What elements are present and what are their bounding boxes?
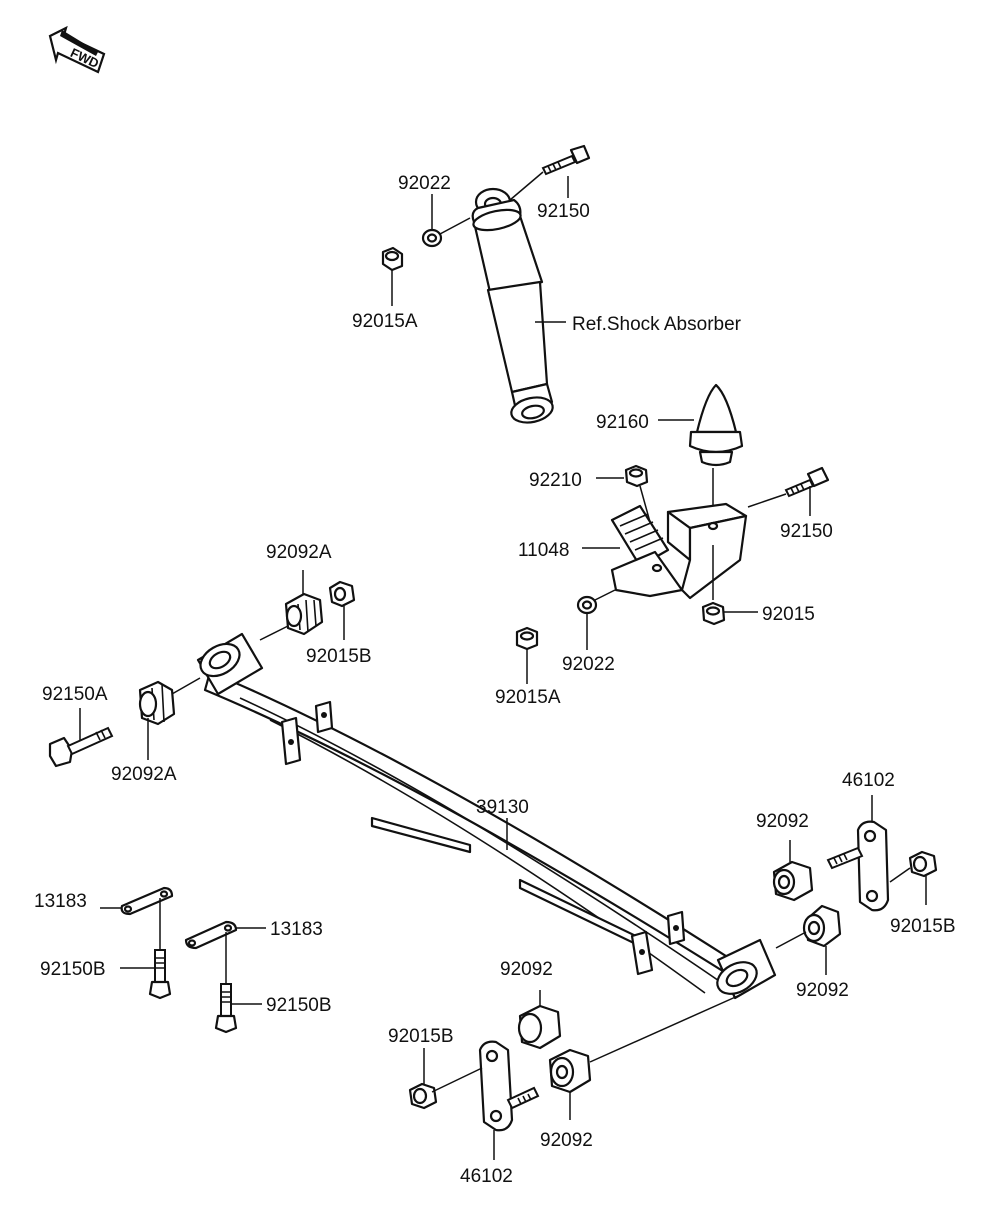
bushing-92092A-top	[259, 570, 324, 641]
part-labels: 92022 92150 92015A Ref.Shock Absorber 92…	[34, 173, 956, 1187]
label-92015A-top: 92015A	[352, 311, 418, 332]
nut-92015-mid	[701, 601, 726, 626]
label-92015B-bot: 92015B	[388, 1026, 454, 1047]
bolt-92150A	[48, 708, 114, 768]
nut-92015A-top	[381, 246, 404, 272]
nut-92015A-mid	[515, 626, 539, 651]
bushing-92092-bot	[548, 1048, 592, 1120]
label-92210: 92210	[529, 470, 582, 491]
bushing-92092-right-top	[772, 840, 814, 902]
washer-92022-mid	[576, 589, 616, 615]
shackle-46102-bot	[478, 1040, 540, 1160]
fwd-label: FWD	[68, 45, 101, 71]
label-92092-right-bot: 92092	[796, 980, 849, 1001]
label-92150-mid: 92150	[780, 521, 833, 542]
label-92150B-mid: 92150B	[266, 995, 332, 1016]
label-92150A: 92150A	[42, 684, 108, 705]
leaf-spring-39130	[196, 632, 777, 1000]
shock-absorber-part	[471, 187, 554, 424]
nut-92015B-bot	[408, 1048, 483, 1110]
bushing-92092-bot-top	[517, 990, 562, 1050]
bolt-92150-top	[509, 144, 591, 201]
bolt-92150B-mid	[214, 932, 238, 1034]
label-92092A-left: 92092A	[111, 764, 177, 785]
label-92092-bot: 92092	[540, 1130, 593, 1151]
label-92150B-left: 92150B	[40, 959, 106, 980]
label-92150-top: 92150	[537, 201, 590, 222]
label-46102-right: 46102	[842, 770, 895, 791]
nut-92015B-right	[889, 850, 938, 905]
label-92092A-top: 92092A	[266, 542, 332, 563]
label-39130: 39130	[476, 797, 529, 818]
label-92092-bot-top: 92092	[500, 959, 553, 980]
plate-13183-mid	[184, 920, 266, 950]
fwd-arrow-icon: FWD	[48, 25, 106, 74]
bushing-92092A-left	[138, 677, 201, 760]
label-92015A-mid: 92015A	[495, 687, 561, 708]
label-46102-bot: 46102	[460, 1166, 513, 1187]
plate-13183-left	[120, 886, 174, 916]
washer-92022-top	[421, 217, 471, 248]
bushing-92092-right-bot	[775, 904, 842, 975]
bracket-11048	[610, 502, 748, 600]
label-11048: 11048	[518, 540, 569, 561]
label-92022-mid: 92022	[562, 654, 615, 675]
bolt-92150B-left	[148, 898, 172, 1000]
label-92015B-left: 92015B	[306, 646, 372, 667]
shackle-46102-right	[826, 795, 890, 912]
label-13183-mid: 13183	[270, 919, 323, 940]
bolt-92150-mid	[747, 466, 830, 508]
label-92015B-right: 92015B	[890, 916, 956, 937]
bump-stop-92160	[688, 383, 744, 467]
label-92022-top: 92022	[398, 173, 451, 194]
nut-92015B-left	[328, 580, 356, 640]
label-13183-left: 13183	[34, 891, 87, 912]
label-92015-mid: 92015	[762, 604, 815, 625]
leader-lines	[100, 176, 811, 1005]
label-shock-ref: Ref.Shock Absorber	[572, 314, 742, 335]
label-92092-right-top: 92092	[756, 811, 809, 832]
label-92160: 92160	[596, 412, 649, 433]
